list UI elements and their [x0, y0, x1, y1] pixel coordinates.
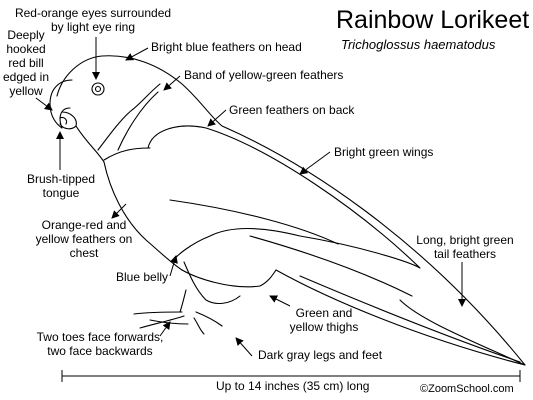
tail-outline [275, 269, 526, 366]
pointer-wings [299, 151, 331, 175]
beak-tongue [59, 116, 68, 125]
pointer-belly [169, 255, 178, 277]
label-band: Band of yellow-green feathers [184, 68, 344, 82]
leg [179, 289, 187, 313]
toe-back-1 [195, 311, 223, 327]
label-wings: Bright green wings [334, 145, 434, 159]
toe-front-1 [133, 311, 183, 315]
toe-back-2 [193, 317, 205, 335]
label-tail: Long, bright green tail feathers [416, 233, 514, 261]
pointer-back [207, 109, 227, 127]
pointer-thighs [269, 295, 291, 307]
label-belly: Blue belly [116, 270, 169, 284]
head-band-line [97, 83, 161, 151]
neck-band-line [117, 91, 159, 151]
chest-line [103, 147, 151, 161]
label-head: Bright blue feathers on head [151, 40, 302, 54]
scientific-name: Trichoglossus haematodus [341, 37, 496, 52]
label-legs: Dark gray legs and feet [258, 348, 383, 362]
beak-upper [49, 79, 73, 129]
length-ruler [61, 370, 521, 382]
beak-lower [59, 111, 77, 130]
label-chest: Orange-red and yellow feathers on chest [35, 218, 133, 260]
label-thighs: Green and yellow thighs [289, 306, 359, 334]
eye-ring [91, 82, 105, 96]
eye [94, 85, 102, 93]
wing-feather-line-1 [169, 199, 339, 245]
label-bill: Deeply hooked red bill edged in yellow [2, 28, 50, 98]
label-back: Green feathers on back [229, 103, 355, 117]
face-outline [75, 125, 105, 163]
credit-text: ©ZoomSchool.com [420, 383, 514, 395]
label-toes: Two toes face forwards, two face backwar… [36, 330, 164, 358]
pointer-toes [159, 321, 171, 337]
wing-outline [147, 125, 421, 269]
thigh-outline [183, 261, 241, 305]
label-eyes: Red-orange eyes surrounded by light eye … [14, 6, 172, 34]
pointer-head [125, 47, 149, 61]
wing-feather-line-2 [249, 235, 413, 297]
diagram-title: Rainbow Lorikeet [336, 6, 530, 34]
tail-feather-line [299, 275, 521, 363]
pointer-bill [35, 97, 53, 111]
label-length: Up to 14 inches (35 cm) long [216, 379, 370, 393]
pointer-band [163, 75, 181, 91]
pointer-chest [111, 203, 127, 219]
pointer-legs [235, 337, 253, 357]
label-tongue: Brush-tipped tongue [26, 172, 96, 200]
belly-outline [181, 269, 277, 288]
